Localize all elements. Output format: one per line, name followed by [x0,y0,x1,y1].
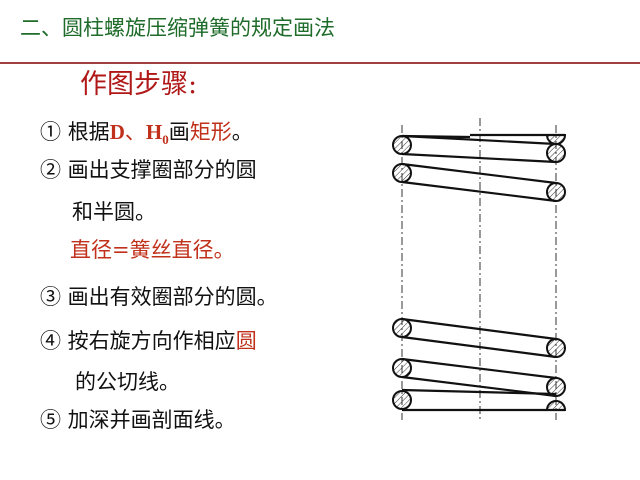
step-2-note: 直径=簧丝直径。 [70,238,235,262]
step-text: 根据 [67,120,110,144]
step-4-cont: 的公切线。 [75,370,180,394]
step-number: ① [40,120,61,144]
symbol-d: D [109,120,125,144]
step-1: ① 根据D、H0画矩形。 [40,116,253,148]
step-text: ④ 按右旋方向作相应 [40,329,236,353]
step-3: ③ 画出有效圈部分的圆。 [40,285,278,309]
center-lines [401,118,557,422]
step-text: 画 [168,120,190,144]
separator: 、 [124,120,146,144]
step-2-cont: 和半圆。 [72,200,156,224]
tangent-lines [401,133,565,412]
slide-title: 二、圆柱螺旋压缩弹簧的规定画法 [20,16,335,40]
step-5: ⑤ 加深并画剖面线。 [40,408,236,432]
step-highlight: 圆 [235,329,257,353]
step-4: ④ 按右旋方向作相应圆 [40,325,257,355]
step-2: ② 画出支撑圈部分的圆 [40,158,257,182]
step-highlight: 矩形 [189,120,232,144]
symbol-h-subscript: 0 [162,132,169,148]
step-text: 。 [231,120,253,144]
symbol-h: H [145,120,163,144]
steps-heading: 作图步骤: [80,69,198,100]
wire-section-circles [392,134,567,411]
title-divider [0,62,640,64]
